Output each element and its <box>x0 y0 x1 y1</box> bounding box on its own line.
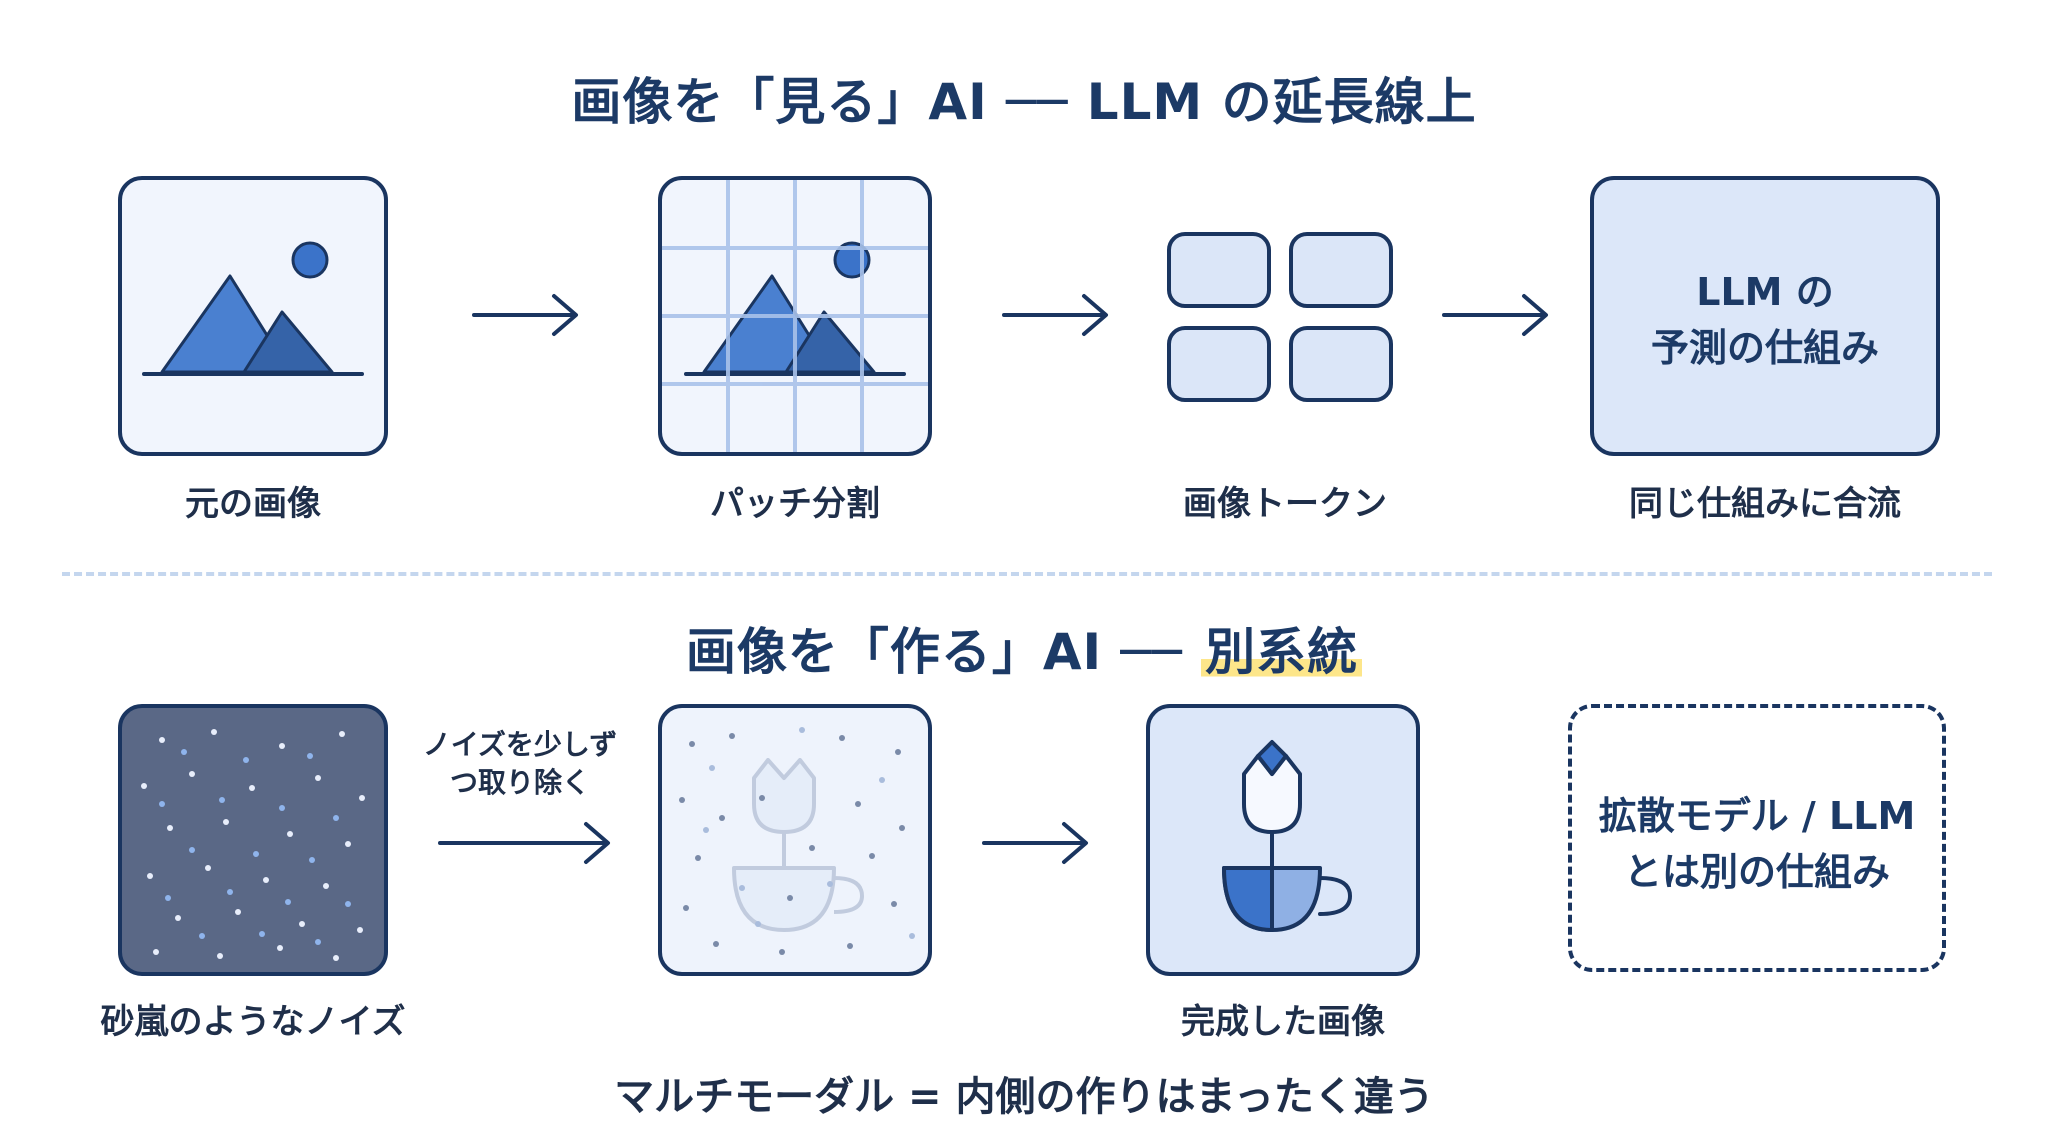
arrow-right-icon <box>1002 294 1108 336</box>
bottom-title: 画像を「作る」AI ── 別系統 <box>0 612 2048 684</box>
diffusion-box-line2: とは別の仕組み <box>1623 850 1890 894</box>
llm-box-line2: 予測の仕組み <box>1650 326 1879 370</box>
arrow-right-icon <box>1442 294 1548 336</box>
faded-tulip-cup-icon <box>679 727 915 955</box>
final-image-card <box>1146 704 1420 976</box>
token-blocks-icon <box>1167 232 1393 402</box>
arrow-right-icon <box>982 822 1088 864</box>
original-image-card <box>118 176 388 456</box>
caption-image-tokens: 画像トークン <box>1183 484 1387 524</box>
caption-noise: 砂嵐のようなノイズ <box>100 1002 406 1042</box>
bottom-title-highlight: 別系統 <box>1201 623 1363 681</box>
grid-overlay-icon <box>662 180 928 452</box>
llm-prediction-card: LLM の 予測の仕組み <box>1590 176 1940 456</box>
caption-merge: 同じ仕組みに合流 <box>1629 484 1901 524</box>
caption-patch-split: パッチ分割 <box>710 484 880 524</box>
denoise-label-line1: ノイズを少しず <box>422 728 618 761</box>
denoise-label-line2: つ取り除く <box>449 766 590 799</box>
denoise-label: ノイズを少しず つ取り除く <box>400 726 640 802</box>
tulip-cup-icon <box>1222 740 1352 932</box>
arrow-right-icon <box>438 822 610 864</box>
top-title: 画像を「見る」AI ── LLM の延長線上 <box>571 73 1477 131</box>
arrow-right-icon <box>472 294 578 336</box>
section-divider <box>62 572 1992 576</box>
diffusion-box-line1: 拡散モデル / LLM <box>1598 794 1916 838</box>
bottom-title-prefix: 画像を「作る」AI ── <box>685 623 1202 681</box>
footer-summary: マルチモーダル = 内側の作りはまったく違う <box>614 1074 1434 1120</box>
diffusion-note-box: 拡散モデル / LLM とは別の仕組み <box>1568 704 1946 972</box>
patch-split-card <box>658 176 932 456</box>
caption-final-image: 完成した画像 <box>1181 1002 1385 1042</box>
caption-original-image: 元の画像 <box>185 484 321 524</box>
noise-dots <box>141 729 365 961</box>
mountain-sun-icon <box>142 241 364 376</box>
noise-card <box>118 704 388 976</box>
llm-box-line1: LLM の <box>1696 270 1834 314</box>
denoising-card <box>658 704 932 976</box>
